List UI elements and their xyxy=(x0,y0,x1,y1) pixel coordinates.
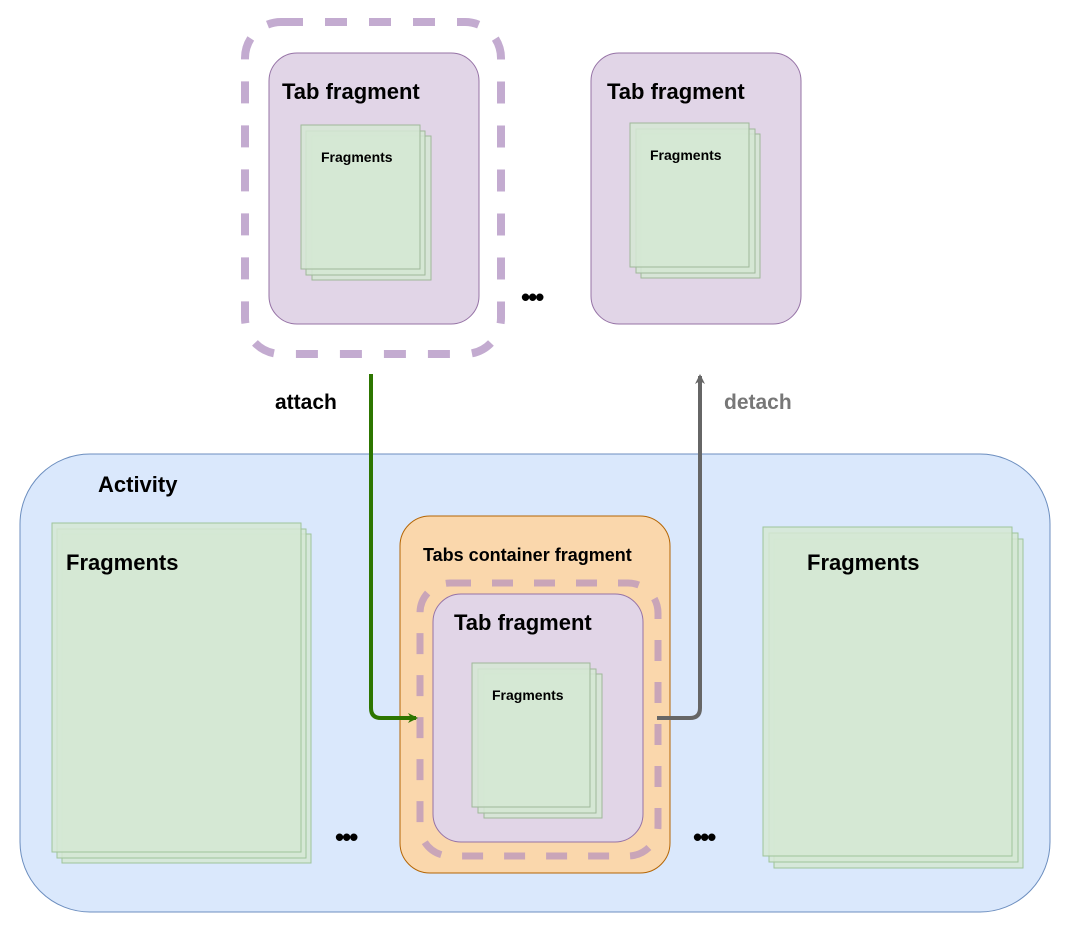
fragments-stack[interactable]: Fragments xyxy=(300,124,432,281)
left-fragments-stack[interactable]: Fragments xyxy=(51,522,312,864)
right-fragments-stack[interactable]: Fragments xyxy=(762,526,1024,869)
activity-group: Activity Fragments ••• Tabs container fr… xyxy=(19,453,1051,913)
dashed-active-tab-outline xyxy=(416,579,662,860)
fragments-label: Fragments xyxy=(650,147,722,163)
active-tab-fragment-title: Tab fragment xyxy=(454,610,592,635)
attach-label: attach xyxy=(275,391,337,414)
activity-title: Activity xyxy=(98,472,178,497)
fragment-card xyxy=(629,122,750,268)
top-tab-fragment-2-group: Tab fragment Fragments xyxy=(590,52,802,325)
fragment-card xyxy=(471,662,591,808)
fragment-card xyxy=(762,526,1013,857)
top-tab-fragment-1-group: Tab fragment Fragments xyxy=(241,18,505,358)
fragments-stack[interactable]: Fragments xyxy=(629,122,761,279)
top-tab-fragment-2-title: Tab fragment xyxy=(607,79,745,104)
dashed-highlight-outline xyxy=(241,18,505,358)
detach-arrow xyxy=(657,374,705,720)
ellipsis-right: ••• xyxy=(693,822,716,852)
tabs-container-group: Tabs container fragment Tab fragment Fra… xyxy=(399,515,671,874)
fragments-label: Fragments xyxy=(321,149,393,165)
attach-arrow xyxy=(369,374,418,723)
right-fragments-label: Fragments xyxy=(807,550,919,575)
fragment-card xyxy=(51,522,302,853)
top-tab-fragment-1-title: Tab fragment xyxy=(282,79,420,104)
left-fragments-label: Fragments xyxy=(66,550,178,575)
fragments-label: Fragments xyxy=(492,687,564,703)
detach-label: detach xyxy=(724,391,792,414)
tabs-container-title: Tabs container fragment xyxy=(423,545,632,565)
fragment-card xyxy=(300,124,421,270)
ellipsis-top: ••• xyxy=(521,282,544,312)
ellipsis-left: ••• xyxy=(335,822,358,852)
fragments-stack[interactable]: Fragments xyxy=(471,662,603,819)
